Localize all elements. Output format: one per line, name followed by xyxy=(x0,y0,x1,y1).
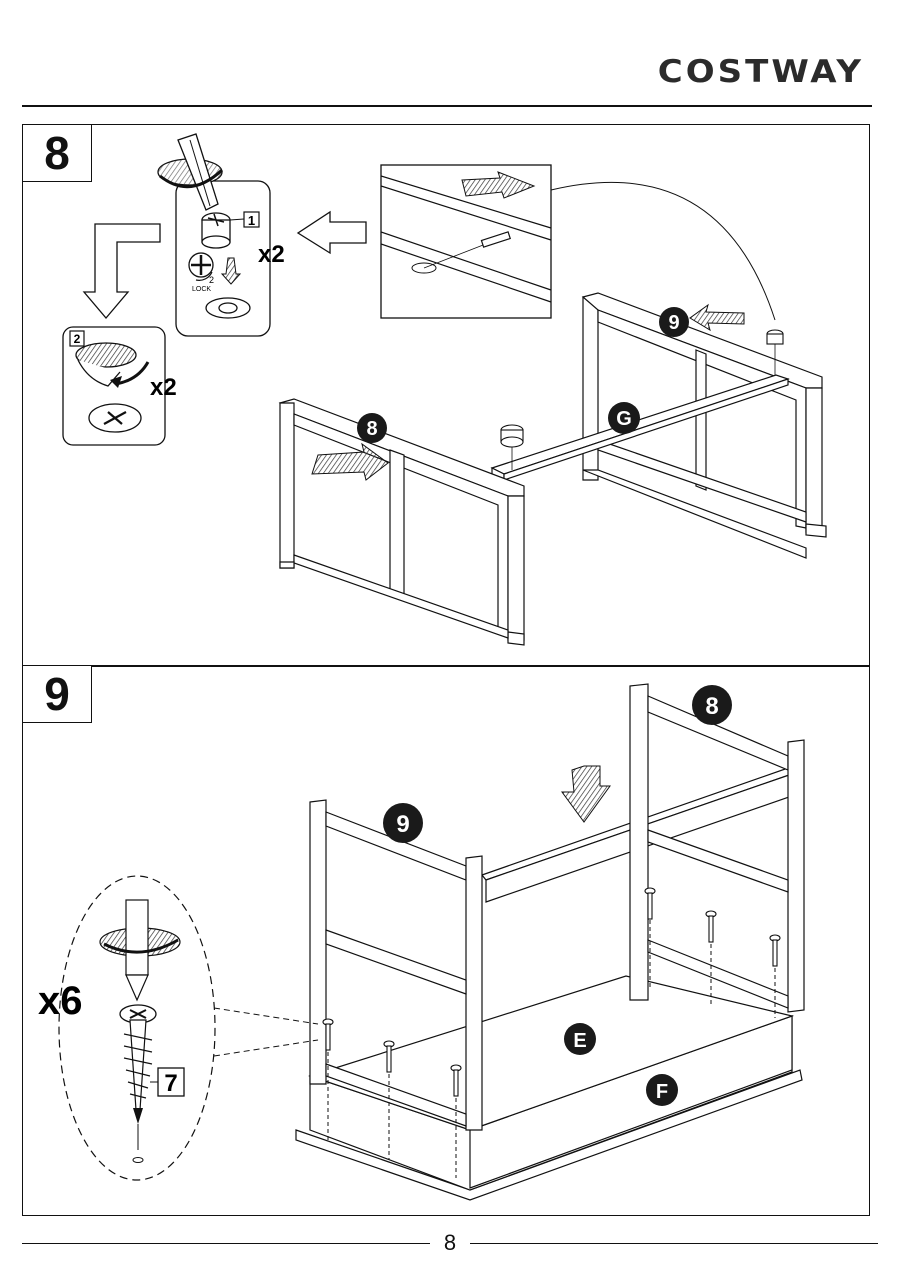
part-badge-label: 8 xyxy=(705,693,718,720)
detail-2-quantity: x2 xyxy=(150,374,177,401)
page-number: 8 xyxy=(432,1230,468,1256)
step-8-illustration: 1 LOCK 2 x2 2 x2 xyxy=(63,134,826,645)
part-badge-label: 9 xyxy=(668,312,679,334)
hardware-1-label: 1 xyxy=(248,213,255,228)
cam-slot-icon xyxy=(206,298,250,318)
hardware-7-label: 7 xyxy=(164,1070,177,1097)
cam-bolt-zoom xyxy=(381,165,551,318)
left-arrow-icon xyxy=(298,212,366,253)
screwdriver-rotate-icon xyxy=(100,900,180,1000)
lock-label: LOCK xyxy=(192,286,211,293)
cam-lock-icon xyxy=(202,213,230,248)
rear-panel-8 xyxy=(630,684,804,1012)
lock-direction-digit: 2 xyxy=(209,275,214,285)
part-badge-label: 9 xyxy=(396,811,409,838)
detail-2-label: 2 xyxy=(74,332,81,346)
wood-screw-icon xyxy=(120,1005,156,1163)
footer-rule-left xyxy=(22,1243,430,1244)
part-badge-label: F xyxy=(656,1081,668,1103)
side-panel-8 xyxy=(280,399,524,645)
part-badge-label: 8 xyxy=(366,418,377,440)
part-badge-label: G xyxy=(616,408,632,430)
down-arrow-icon xyxy=(562,766,610,822)
elbow-down-arrow-icon xyxy=(84,224,160,318)
push-arrow-left-icon xyxy=(690,305,744,330)
step-9-illustration: x6 7 8 9 E F xyxy=(38,684,804,1200)
footer-rule-right xyxy=(470,1243,878,1244)
step-8-quantity: x2 xyxy=(258,241,285,268)
step-9-quantity: x6 xyxy=(38,979,83,1023)
part-badge-label: E xyxy=(573,1030,586,1052)
